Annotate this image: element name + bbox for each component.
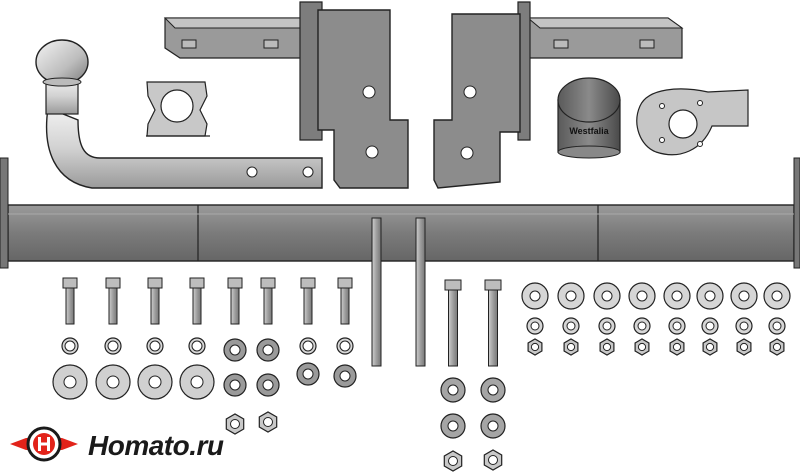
washer-hole — [601, 290, 613, 302]
washer-hole — [530, 321, 540, 331]
bolt-shank — [340, 287, 350, 325]
washer-hole — [339, 340, 351, 352]
bolt-head — [300, 277, 316, 289]
washer-hole — [529, 290, 541, 302]
bolt-shank — [488, 289, 498, 367]
washer-hole — [671, 290, 683, 302]
washer-hole — [637, 321, 647, 331]
tow-ball — [35, 39, 323, 189]
washer-hole — [739, 321, 749, 331]
bracket-left — [163, 1, 409, 189]
bolt-shank — [263, 287, 273, 325]
washer-hole — [191, 340, 203, 352]
clamp-plate — [146, 81, 210, 137]
washer-hole — [565, 290, 577, 302]
bolt-shank — [303, 287, 313, 325]
nut-hole — [566, 342, 576, 352]
washer-hole — [190, 375, 204, 389]
washer-hole — [64, 340, 76, 352]
washer-hole — [772, 321, 782, 331]
washer-hole — [229, 344, 241, 356]
bolt-head — [189, 277, 205, 289]
washer-hole — [447, 420, 459, 432]
washer-hole — [149, 340, 161, 352]
washer-hole — [738, 290, 750, 302]
washer-hole — [302, 368, 314, 380]
washer-hole — [63, 375, 77, 389]
bolt-head — [105, 277, 121, 289]
washer-hole — [636, 290, 648, 302]
washer-hole — [262, 344, 274, 356]
nut-hole — [263, 417, 273, 427]
bolt-head — [227, 277, 243, 289]
crossbar — [0, 157, 800, 269]
nut-hole — [637, 342, 647, 352]
bolt-shank — [65, 287, 75, 325]
washer-hole — [339, 370, 351, 382]
bolt-head — [484, 279, 502, 291]
nut-hole — [739, 342, 749, 352]
bolt-shank — [448, 289, 458, 367]
nut-hole — [448, 456, 458, 466]
brand-text: Homato.ru — [88, 430, 224, 461]
washer-hole — [602, 321, 612, 331]
washer-hole — [106, 375, 120, 389]
nut-hole — [705, 342, 715, 352]
socket-plate — [636, 88, 749, 156]
long-bolts — [371, 217, 426, 367]
washer-hole — [705, 321, 715, 331]
washer-hole — [487, 384, 499, 396]
bracket-right — [433, 1, 684, 189]
washer-hole — [262, 379, 274, 391]
nut-hole — [672, 342, 682, 352]
bolt-head — [147, 277, 163, 289]
washer-hole — [107, 340, 119, 352]
washer-hole — [487, 420, 499, 432]
bolt-head — [62, 277, 78, 289]
socket-cap: Westfalia — [557, 77, 621, 159]
washer-hole — [148, 375, 162, 389]
washer-hole — [672, 321, 682, 331]
bolt-head — [444, 279, 462, 291]
nut-hole — [530, 342, 540, 352]
bolt-head — [260, 277, 276, 289]
washer-hole — [771, 290, 783, 302]
nut-hole — [488, 455, 498, 465]
washer-hole — [302, 340, 314, 352]
hardware-set — [52, 277, 791, 472]
nut-hole — [230, 419, 240, 429]
nut-hole — [602, 342, 612, 352]
bolt-shank — [108, 287, 118, 325]
washer-hole — [229, 379, 241, 391]
bolt-shank — [150, 287, 160, 325]
washer-hole — [447, 384, 459, 396]
socket-cap-label: Westfalia — [569, 126, 609, 136]
bolt-shank — [192, 287, 202, 325]
bolt-shank — [230, 287, 240, 325]
homato-logo-icon — [10, 426, 78, 462]
washer-hole — [704, 290, 716, 302]
bolt-head — [337, 277, 353, 289]
nut-hole — [772, 342, 782, 352]
washer-hole — [566, 321, 576, 331]
homato-logo: Homato.ru — [8, 424, 238, 468]
